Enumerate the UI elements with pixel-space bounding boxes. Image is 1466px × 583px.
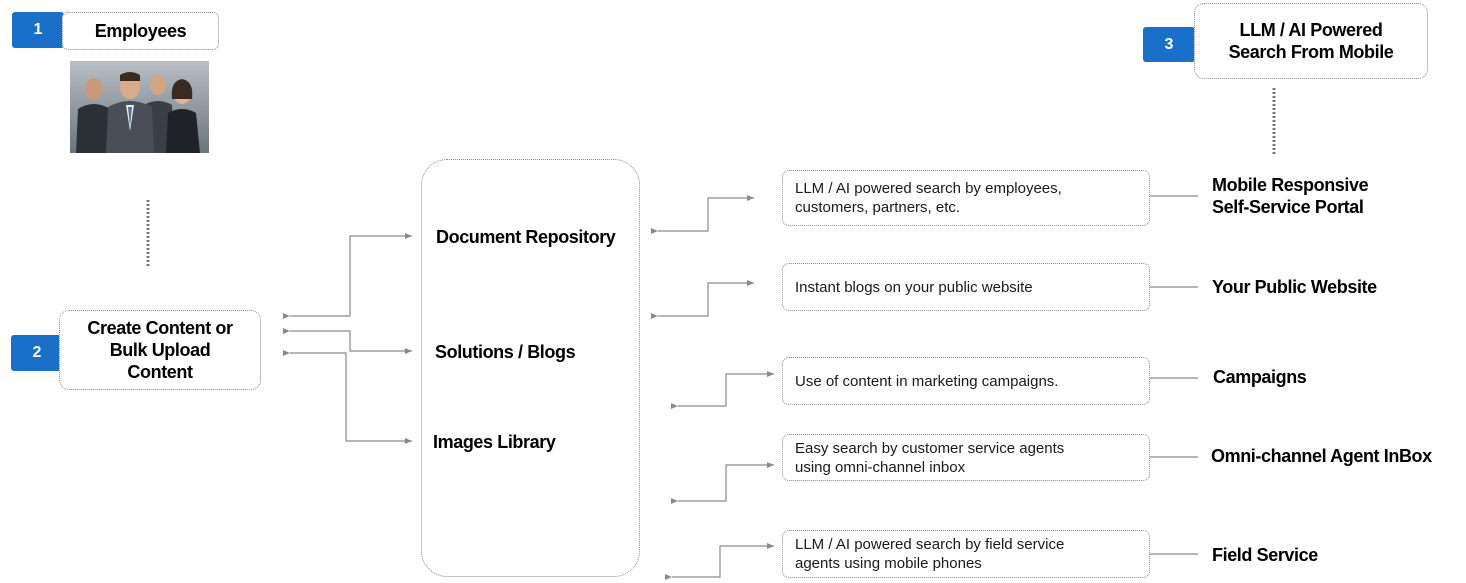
channel-self-service-line-1: Mobile Responsive [1212,175,1369,195]
desc-field-service: LLM / AI powered search by field service… [782,530,1150,578]
desc-campaigns-text: Use of content in marketing campaigns. [795,372,1059,390]
content-repository [421,159,640,577]
desc-field-service-line-1: LLM / AI powered search by field service [795,536,1065,553]
create-line-2: Bulk Upload [109,340,211,360]
desc-public-website-text: Instant blogs on your public website [795,278,1033,296]
step-2-badge: 2 [11,335,63,371]
section-solutions-blogs: Solutions / Blogs [435,342,576,362]
create-content-box: Create Content or Bulk Upload Content [59,310,261,390]
create-line-3: Content [127,362,193,382]
section-images-library: Images Library [433,432,556,452]
desc-self-service-line-2: customers, partners, etc. [795,199,961,216]
business-team-photo [70,61,209,153]
mobile-search-box: LLM / AI Powered Search From Mobile [1194,3,1428,79]
desc-field-service-line-2: agents using mobile phones [795,555,982,572]
channel-self-service-line-2: Self-Service Portal [1212,197,1364,217]
step-3-badge: 3 [1143,27,1195,62]
desc-omni-channel-line-1: Easy search by customer service agents [795,439,1065,457]
step-1-badge: 1 [12,12,64,48]
channel-campaigns: Campaigns [1213,367,1307,387]
employees-label: Employees [62,12,219,50]
desc-campaigns: Use of content in marketing campaigns. [782,357,1150,405]
mobile-line-1: LLM / AI Powered [1239,20,1383,40]
channel-field-service: Field Service [1212,545,1318,565]
desc-omni-channel-line-2: using omni-channel inbox [795,458,966,476]
mobile-line-2: Search From Mobile [1228,42,1394,62]
channel-public-website: Your Public Website [1212,277,1377,297]
section-document-repository: Document Repository [436,227,616,247]
channel-omni-channel-inbox: Omni-channel Agent InBox [1211,446,1432,466]
desc-self-service-line-1: LLM / AI powered search by employees, [795,180,1062,197]
desc-public-website: Instant blogs on your public website [782,263,1150,311]
create-line-1: Create Content or [87,318,233,338]
channel-self-service-portal: Mobile Responsive Self-Service Portal [1212,174,1369,218]
desc-self-service: LLM / AI powered search by employees, cu… [782,170,1150,226]
desc-omni-channel: Easy search by customer service agents u… [782,434,1150,481]
